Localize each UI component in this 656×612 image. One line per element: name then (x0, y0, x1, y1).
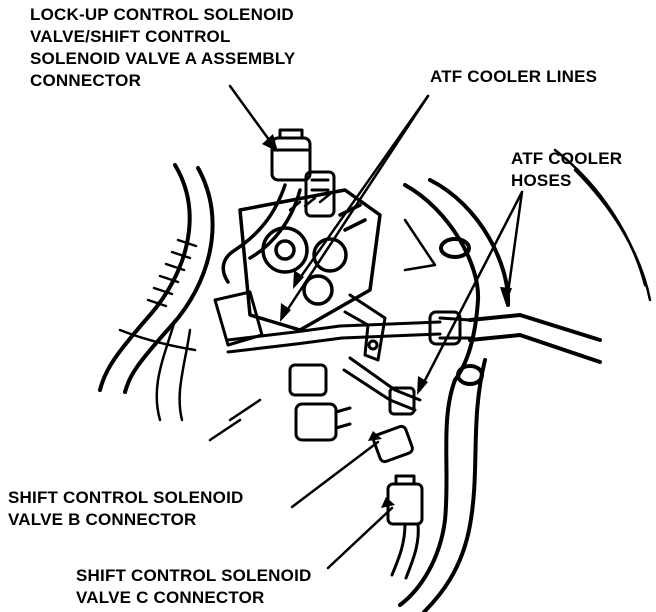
arrow-cooler-hose-1 (418, 190, 524, 392)
label-line: CONNECTOR (30, 71, 142, 90)
arrow-solenoid-b (290, 440, 380, 509)
arrow-solenoid-a (228, 84, 277, 150)
atf-cooler-hoses-drawing (398, 178, 602, 612)
arrow-solenoid-c (326, 506, 394, 570)
left-wire-harness (98, 163, 215, 394)
label-line: VALVE B CONNECTOR (8, 510, 197, 529)
solenoid-a-connector-label: LOCK-UP CONTROL SOLENOID VALVE/SHIFT CON… (30, 4, 295, 92)
leader-arrows (228, 84, 524, 570)
arrow-cooler-hose-2 (505, 190, 524, 302)
arrow-cooler-line-1 (280, 94, 430, 320)
atf-cooler-hoses-label: ATF COOLER HOSES (511, 148, 622, 192)
housing-outline (118, 148, 652, 442)
label-line: VALVE C CONNECTOR (76, 588, 265, 607)
label-line: VALVE/SHIFT CONTROL (30, 27, 231, 46)
solenoid-b-connector-label: SHIFT CONTROL SOLENOID VALVE B CONNECTOR (8, 487, 243, 531)
label-line: SOLENOID VALVE A ASSEMBLY (30, 49, 296, 68)
label-line: SHIFT CONTROL SOLENOID (76, 566, 312, 585)
label-line: ATF COOLER LINES (430, 67, 598, 86)
arrowheads (262, 134, 512, 508)
label-line: LOCK-UP CONTROL SOLENOID (30, 5, 294, 24)
solenoid-a-connector (270, 128, 336, 218)
label-line: ATF COOLER (511, 149, 623, 168)
solenoid-valve-body (238, 188, 382, 332)
atf-cooler-lines-label: ATF COOLER LINES (430, 66, 597, 88)
label-line: SHIFT CONTROL SOLENOID (8, 488, 244, 507)
label-line: HOSES (511, 171, 572, 190)
solenoid-b-connector (288, 363, 416, 464)
arrow-cooler-line-2 (293, 94, 430, 287)
solenoid-c-connector-label: SHIFT CONTROL SOLENOID VALVE C CONNECTOR (76, 565, 311, 609)
solenoid-c-connector (386, 474, 424, 580)
